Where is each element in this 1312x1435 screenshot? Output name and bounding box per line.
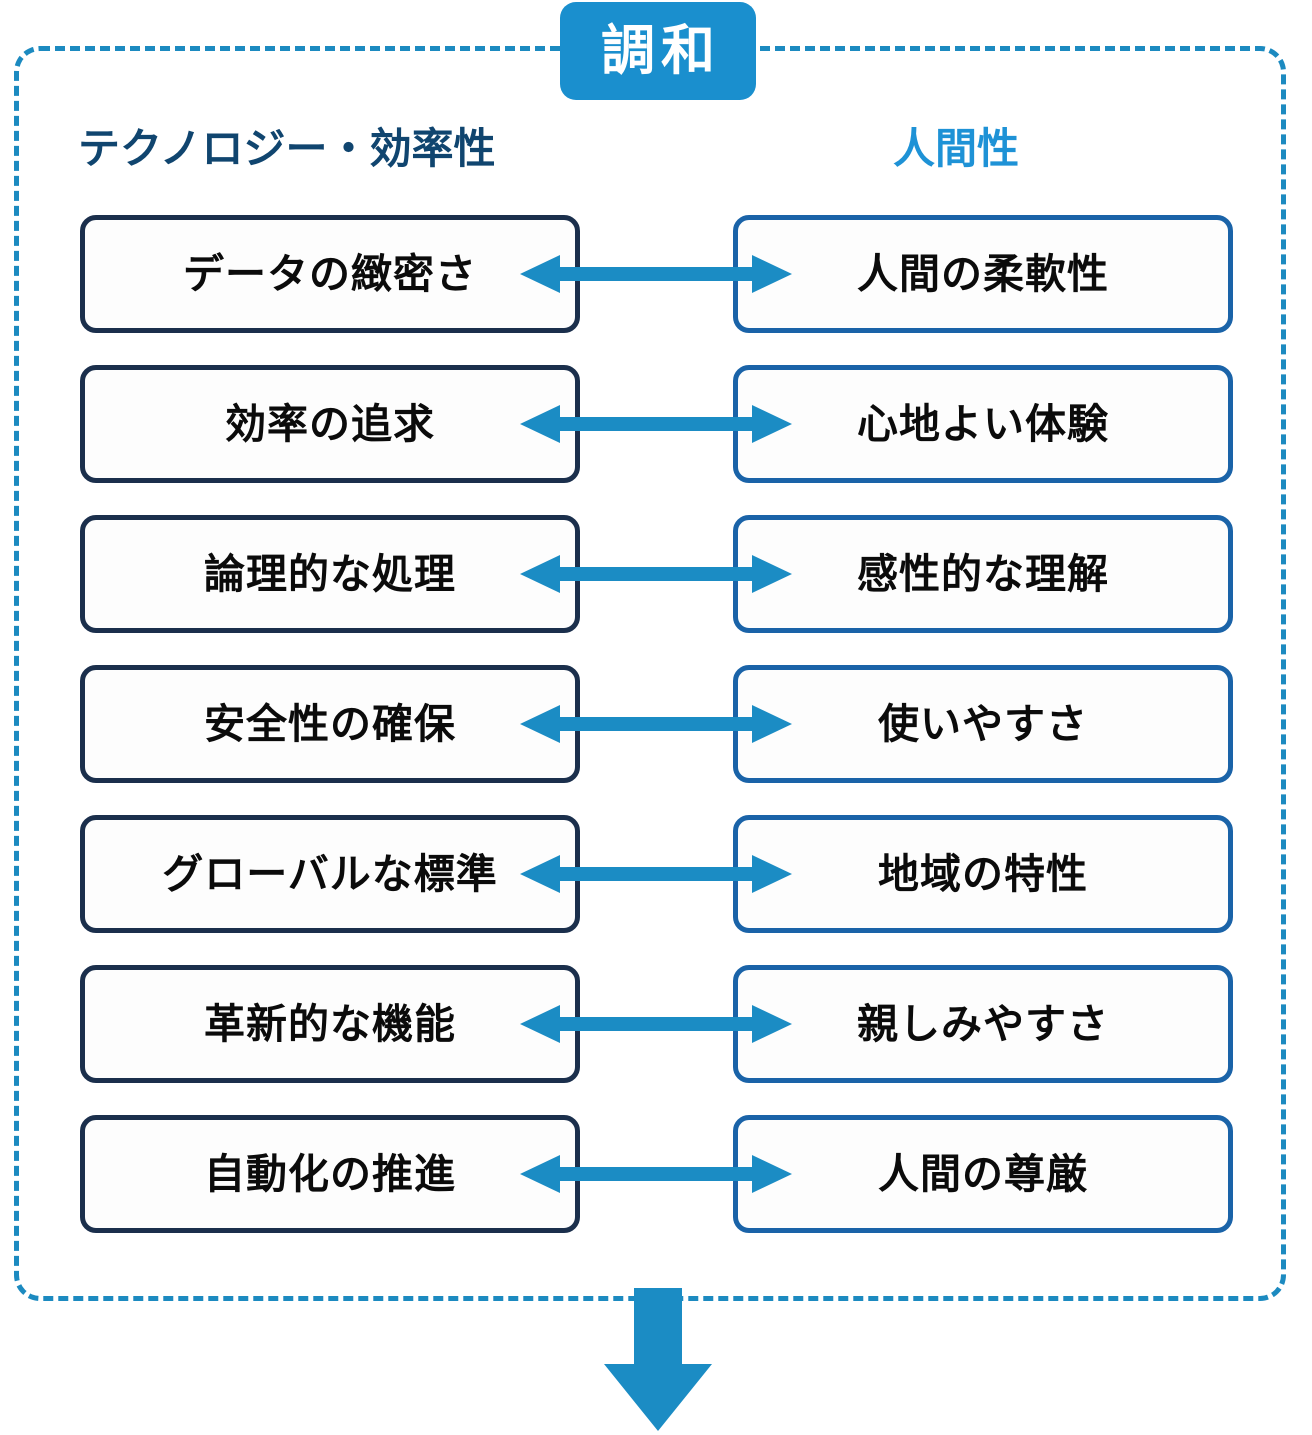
pair-row: 安全性の確保 使いやすさ <box>0 665 1312 783</box>
humanity-node-5[interactable]: 地域の特性 <box>733 815 1233 933</box>
humanity-node-6[interactable]: 親しみやすさ <box>733 965 1233 1083</box>
technology-node-label: 革新的な機能 <box>204 999 456 1048</box>
humanity-node-label: 人間の尊厳 <box>878 1149 1088 1198</box>
column-header-technology: テクノロジー・効率性 <box>78 124 496 173</box>
pair-row: グローバルな標準 地域の特性 <box>0 815 1312 933</box>
humanity-node-2[interactable]: 心地よい体験 <box>733 365 1233 483</box>
bidirectional-arrow-icon-5 <box>520 855 792 893</box>
technology-node-label: 効率の追求 <box>225 399 435 448</box>
humanity-node-label: 地域の特性 <box>878 849 1088 898</box>
technology-node-1[interactable]: データの緻密さ <box>80 215 580 333</box>
humanity-node-7[interactable]: 人間の尊厳 <box>733 1115 1233 1233</box>
pair-row: 効率の追求 心地よい体験 <box>0 365 1312 483</box>
pair-row: データの緻密さ 人間の柔軟性 <box>0 215 1312 333</box>
humanity-node-3[interactable]: 感性的な理解 <box>733 515 1233 633</box>
humanity-node-label: 感性的な理解 <box>857 549 1109 598</box>
technology-node-label: 論理的な処理 <box>204 549 456 598</box>
bidirectional-arrow-icon-3 <box>520 555 792 593</box>
humanity-node-label: 使いやすさ <box>878 699 1088 748</box>
technology-node-2[interactable]: 効率の追求 <box>80 365 580 483</box>
humanity-node-1[interactable]: 人間の柔軟性 <box>733 215 1233 333</box>
technology-node-3[interactable]: 論理的な処理 <box>80 515 580 633</box>
pair-row: 論理的な処理 感性的な理解 <box>0 515 1312 633</box>
bidirectional-arrow-icon-6 <box>520 1005 792 1043</box>
down-arrow-icon <box>598 1288 718 1433</box>
technology-node-7[interactable]: 自動化の推進 <box>80 1115 580 1233</box>
bidirectional-arrow-icon-1 <box>520 255 792 293</box>
pair-row: 自動化の推進 人間の尊厳 <box>0 1115 1312 1233</box>
humanity-node-label: 心地よい体験 <box>857 399 1109 448</box>
technology-node-label: グローバルな標準 <box>162 849 498 898</box>
technology-node-4[interactable]: 安全性の確保 <box>80 665 580 783</box>
column-header-humanity: 人間性 <box>893 124 1020 173</box>
bidirectional-arrow-icon-7 <box>520 1155 792 1193</box>
technology-node-label: 自動化の推進 <box>204 1149 456 1198</box>
bidirectional-arrow-icon-2 <box>520 405 792 443</box>
technology-node-label: データの緻密さ <box>183 249 477 298</box>
humanity-node-label: 親しみやすさ <box>857 999 1109 1048</box>
technology-node-label: 安全性の確保 <box>204 699 456 748</box>
technology-node-6[interactable]: 革新的な機能 <box>80 965 580 1083</box>
title-badge: 調和 <box>560 2 756 100</box>
humanity-node-4[interactable]: 使いやすさ <box>733 665 1233 783</box>
pair-row: 革新的な機能 親しみやすさ <box>0 965 1312 1083</box>
bidirectional-arrow-icon-4 <box>520 705 792 743</box>
technology-node-5[interactable]: グローバルな標準 <box>80 815 580 933</box>
title-badge-label: 調和 <box>601 19 721 82</box>
humanity-node-label: 人間の柔軟性 <box>857 249 1109 298</box>
